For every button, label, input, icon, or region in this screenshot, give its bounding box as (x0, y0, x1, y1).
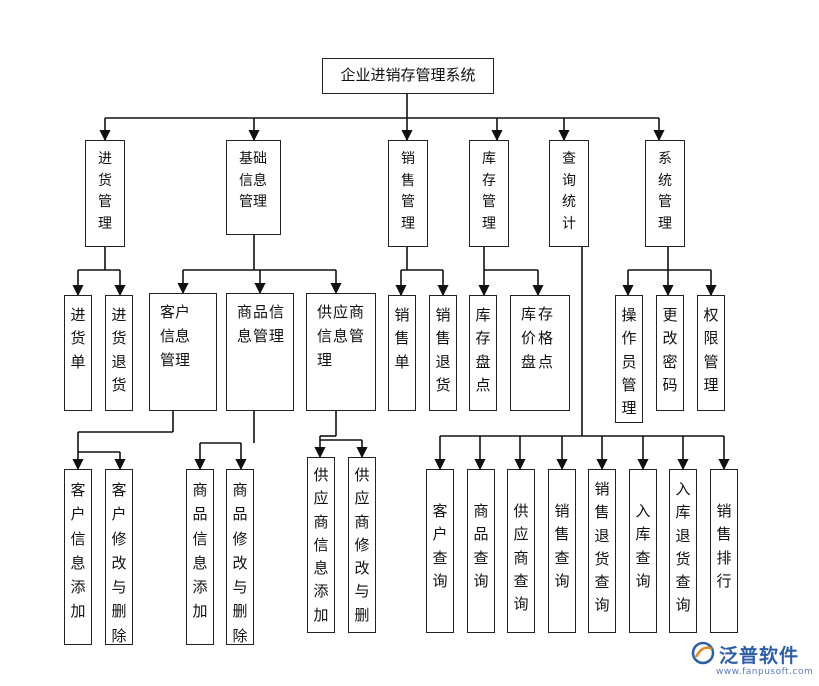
product-edit-delete: 商品修改与删除 (226, 469, 254, 645)
query-sales: 销售查询 (548, 469, 576, 633)
query-supplier: 供应商查询 (507, 469, 535, 633)
module-basic-info: 基础信息管理 (226, 140, 281, 235)
sub-customer-info: 客户信息管理 (149, 293, 217, 411)
sub-purchase-return: 进货退货 (105, 295, 133, 411)
sub-label: 权限管理 (703, 306, 719, 394)
module-label: 进货管理 (98, 151, 112, 233)
module-query: 查询统计 (549, 140, 589, 247)
l3-label: 客户信息添加 (70, 481, 86, 621)
sub-label: 销售退货 (435, 306, 451, 394)
query-sales-return: 销售退货查询 (588, 469, 616, 633)
sub-label: 客户信息管理 (160, 303, 191, 369)
brand-watermark: 泛普软件 www.fanpusoft.com (690, 640, 815, 684)
customer-info-add: 客户信息添加 (64, 469, 92, 645)
sub-purchase-order: 进货单 (64, 295, 92, 411)
sub-label: 进货单 (70, 306, 86, 371)
sub-sales-order: 销售单 (388, 295, 416, 411)
module-label: 销售管理 (401, 151, 415, 233)
module-sales: 销售管理 (388, 140, 428, 247)
brand-logo-icon (691, 641, 715, 665)
l3-label: 客户修改与删除 (111, 481, 127, 645)
query-sales-ranking: 销售排行 (710, 469, 738, 633)
product-info-add: 商品信息添加 (186, 469, 214, 645)
query-label: 客户查询 (432, 502, 448, 590)
customer-edit-delete: 客户修改与删除 (105, 469, 133, 645)
sub-sales-return: 销售退货 (429, 295, 457, 411)
sub-label: 进货退货 (111, 306, 127, 394)
query-label: 销售退货查询 (594, 480, 610, 615)
supplier-info-add: 供应商信息添加 (307, 457, 335, 633)
supplier-edit-delete: 供应商修改与删 (348, 457, 376, 633)
module-label: 基础信息管理 (239, 151, 267, 211)
query-label: 供应商查询 (513, 502, 529, 613)
query-label: 入库退货查询 (675, 480, 691, 615)
module-label: 库存管理 (482, 151, 496, 233)
query-label: 销售查询 (554, 502, 570, 590)
sub-operator-mgmt: 操作员管理 (615, 295, 643, 423)
sub-label: 销售单 (394, 306, 410, 371)
sub-stock-count: 库存盘点 (469, 295, 497, 411)
module-label: 查询统计 (562, 151, 576, 233)
query-stock-in: 入库查询 (629, 469, 657, 633)
query-label: 商品查询 (473, 502, 489, 590)
sub-label: 供应商信息管理 (317, 303, 366, 369)
query-label: 入库查询 (635, 502, 651, 590)
root-node: 企业进销存管理系统 (322, 58, 494, 94)
sub-label: 操作员管理 (621, 306, 637, 417)
query-customer: 客户查询 (426, 469, 454, 633)
sub-product-info: 商品信息管理 (226, 293, 294, 411)
brand-name: 泛普软件 (719, 645, 800, 667)
l3-label: 供应商修改与删 (354, 466, 370, 624)
root-label: 企业进销存管理系统 (340, 66, 476, 85)
module-system: 系统管理 (645, 140, 685, 247)
query-product: 商品查询 (467, 469, 495, 633)
sub-label: 库存盘点 (475, 306, 491, 394)
sub-label: 商品信息管理 (237, 303, 286, 345)
query-label: 销售排行 (716, 502, 732, 590)
l3-label: 商品信息添加 (192, 481, 208, 621)
query-stock-in-return: 入库退货查询 (669, 469, 697, 633)
l3-label: 供应商信息添加 (313, 466, 329, 624)
l3-label: 商品修改与删除 (232, 481, 248, 645)
sub-change-password: 更改密码 (656, 295, 684, 411)
sub-stock-price-count: 库存价格盘点 (510, 295, 570, 411)
sub-permission-mgmt: 权限管理 (697, 295, 725, 411)
module-purchase: 进货管理 (85, 140, 125, 247)
sub-supplier-info: 供应商信息管理 (306, 293, 376, 411)
sub-label: 更改密码 (662, 306, 678, 394)
module-label: 系统管理 (658, 151, 672, 233)
module-inventory: 库存管理 (469, 140, 509, 247)
sub-label: 库存价格盘点 (521, 305, 556, 371)
brand-url: www.fanpusoft.com (716, 667, 814, 677)
